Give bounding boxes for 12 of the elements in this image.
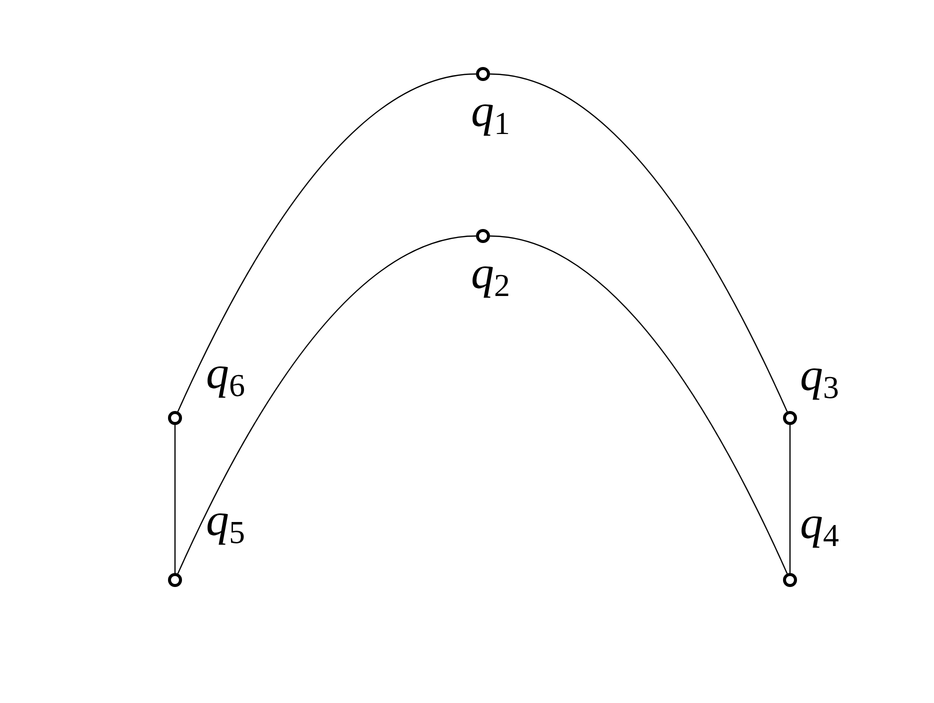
curve-connector <box>177 73 476 412</box>
point-label: q$_{2}$ <box>471 250 510 301</box>
line-connector <box>789 425 791 573</box>
curve-connector <box>490 73 788 412</box>
point-label: q$_{3}$ <box>800 352 839 403</box>
point-label: q$_{1}$ <box>471 88 510 139</box>
point-label: q$_{6}$ <box>206 350 245 401</box>
curve-connector <box>177 235 476 574</box>
point-label: q$_{4}$ <box>800 500 839 551</box>
curve-connector <box>490 235 788 574</box>
point-label: q$_{5}$ <box>206 497 245 548</box>
line-connector <box>174 425 176 573</box>
